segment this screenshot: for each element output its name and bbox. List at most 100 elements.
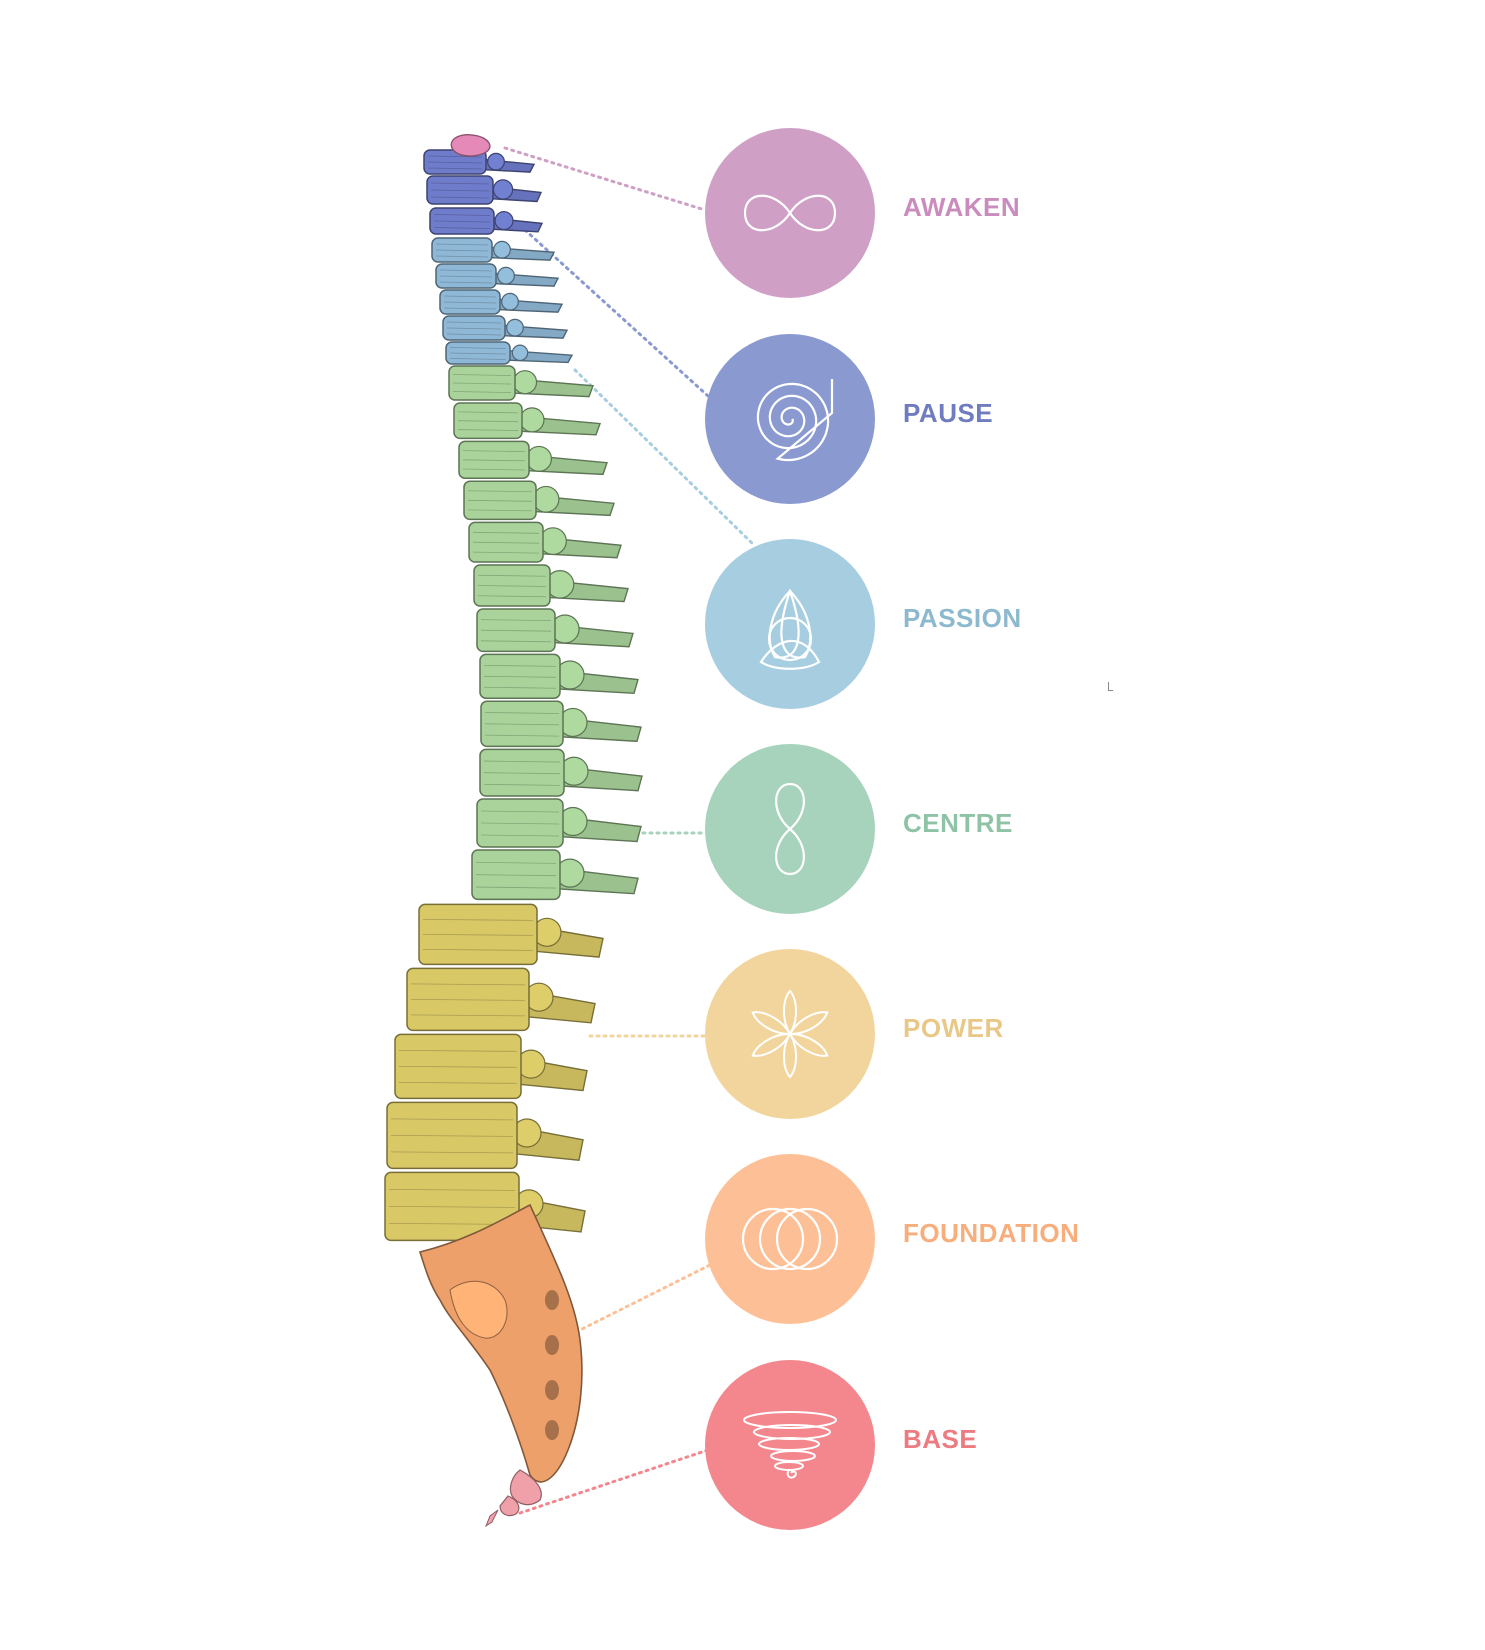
vertebra-shading [435,255,489,258]
vertebra-shading [439,275,493,278]
vertebra-shading [457,429,519,431]
vertebra-shading [483,675,557,678]
vertebra-shading [410,983,526,986]
coccyx-segment [509,1469,542,1506]
vertebra-shading [475,874,557,877]
vertebra-shading [483,783,561,786]
flower-petal [788,1032,829,1057]
base-circle [705,1360,875,1530]
sacrum [418,1203,583,1483]
vertebra-knob [501,292,519,311]
connector-line [518,1448,710,1515]
vertebra-shading [390,1135,514,1137]
passion-circle [705,539,875,709]
flower-petal [751,1032,792,1057]
vertebra-knob [487,152,505,171]
foundation-label: FOUNDATION [903,1218,1080,1248]
vertebra-shading [477,574,547,577]
vertebra-shading [439,281,493,284]
vertebra-shading [457,411,519,414]
coccyx-segment [499,1495,520,1517]
vertebra-shading [467,509,533,512]
vertebra-shading [390,1151,514,1154]
sacral-foramen [545,1380,559,1400]
vertebra-shading [457,420,519,423]
vertebra-shading [422,934,534,936]
connector-line [523,228,710,398]
vertebra-shading [462,450,526,452]
vertebra-shading [452,391,512,393]
vertebra-shading [446,333,502,336]
centre-label: CENTRE [903,808,1013,838]
coccyx-tip [484,1509,499,1528]
vertebra-shading [388,1189,516,1191]
vertebra-shading [422,919,534,921]
vertebra-shading [398,1050,518,1052]
centre-circle [705,744,875,914]
vertebra-shading [462,468,526,471]
flower-petal [783,1032,797,1079]
vertebra-knob [511,344,529,362]
connector-line [573,368,757,548]
vertebra-shading [477,585,547,587]
vertebra-shading [449,352,507,355]
vertebra-shading [475,861,557,864]
vertebra-shading [427,155,483,158]
vertebra-shading [430,189,490,192]
vertebra-shading [480,629,552,632]
vertebra-shading [410,999,526,1001]
vertebra-knob [493,240,511,259]
vertebra-shading [484,723,560,726]
stray-mark [1108,682,1113,691]
flower-icon [751,989,829,1079]
pause-circle [705,334,875,504]
vertebra-shading [452,374,512,376]
power-circle [705,949,875,1119]
vertebra-shading [422,949,534,951]
vertebra-shading [484,734,560,737]
vertebra-shading [452,382,512,385]
vertebra-shading [480,640,552,643]
awaken-label: AWAKEN [903,192,1021,222]
vertebra-shading [439,269,493,272]
vertebra-shading [427,167,483,170]
vertebra-shading [433,214,491,216]
flower-petal [783,989,797,1036]
cranial-tip [450,134,491,157]
vertebra-shading [430,182,490,185]
foundation-circle [705,1154,875,1324]
vertebra-shading [484,712,560,714]
vertebra-shading [477,595,547,598]
interlocking-rings-icon [741,1207,839,1271]
vertebra-knob [506,318,524,337]
vertebra-shading [398,1082,518,1084]
vertebra-shading [443,301,497,304]
vertebra-shading [483,686,557,689]
vertebra-shading [472,541,540,544]
vertebra-shading [472,551,540,554]
vertebra-shading [449,347,507,349]
figure-eight-icon [775,782,805,876]
spiral-icon [756,379,834,462]
passion-label: PASSION [903,603,1022,633]
sacral-foramen [545,1335,559,1355]
vertebra-shading [398,1066,518,1068]
triquetra-icon [759,588,821,670]
vertebra-shading [435,243,489,246]
vertebra-knob [492,179,514,200]
vertebra-shading [462,459,526,462]
sacral-foramen [545,1290,559,1310]
vertebra-shading [475,886,557,889]
base-label: BASE [903,1424,978,1454]
vertebra-shading [433,227,491,229]
power-label: POWER [903,1013,1004,1043]
vertebra-knob [532,485,560,513]
vertebra-shading [390,1118,514,1121]
awaken-circle [705,128,875,298]
vertebra-shading [480,619,552,621]
vertebra-shading [467,499,533,502]
vertebra-shading [480,834,560,837]
flower-petal [751,1011,792,1036]
